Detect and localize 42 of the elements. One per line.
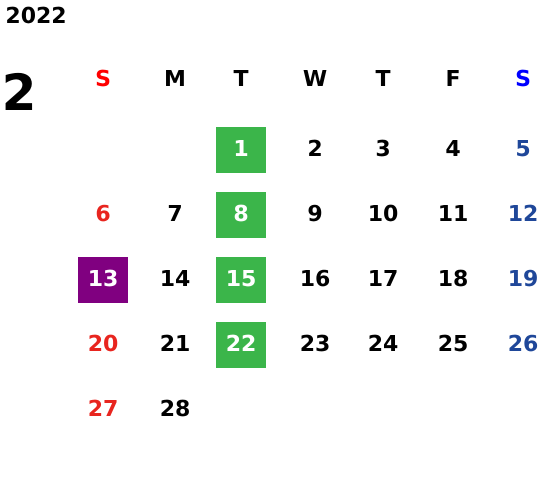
highlighted-date <box>216 257 266 303</box>
weekday-header: W <box>302 69 328 91</box>
date-number: 9 <box>307 204 323 226</box>
weekday-header: F <box>445 69 461 91</box>
weekday-header: S <box>515 69 531 91</box>
highlighted-date <box>216 127 266 173</box>
date-number: 1 <box>233 139 249 161</box>
date-number: 22 <box>226 334 256 356</box>
month-number: 2 <box>2 68 36 118</box>
date-number: 16 <box>300 269 330 291</box>
date-number: 12 <box>508 204 538 226</box>
date-number: 11 <box>438 204 468 226</box>
date-number: 26 <box>508 334 538 356</box>
date-number: 14 <box>160 269 190 291</box>
date-number: 6 <box>95 204 111 226</box>
date-number: 18 <box>438 269 468 291</box>
date-number: 4 <box>445 139 461 161</box>
date-number: 24 <box>368 334 398 356</box>
date-number: 20 <box>88 334 118 356</box>
date-number: 8 <box>233 204 249 226</box>
highlighted-date <box>216 322 266 368</box>
date-number: 13 <box>88 269 118 291</box>
date-number: 25 <box>438 334 468 356</box>
highlighted-date <box>216 192 266 238</box>
date-number: 21 <box>160 334 190 356</box>
date-number: 7 <box>167 204 183 226</box>
date-number: 10 <box>368 204 398 226</box>
date-number: 5 <box>515 139 531 161</box>
date-number: 17 <box>368 269 398 291</box>
date-number: 15 <box>226 269 256 291</box>
date-number: 3 <box>375 139 391 161</box>
weekday-header: M <box>164 69 186 91</box>
date-number: 2 <box>307 139 323 161</box>
date-number: 27 <box>88 399 118 421</box>
date-number: 28 <box>160 399 190 421</box>
date-number: 23 <box>300 334 330 356</box>
weekday-header: S <box>95 69 111 91</box>
date-number: 19 <box>508 269 538 291</box>
year-label: 2022 <box>5 6 67 28</box>
weekday-header: T <box>376 69 390 91</box>
highlighted-date <box>78 257 128 303</box>
weekday-header: T <box>234 69 248 91</box>
